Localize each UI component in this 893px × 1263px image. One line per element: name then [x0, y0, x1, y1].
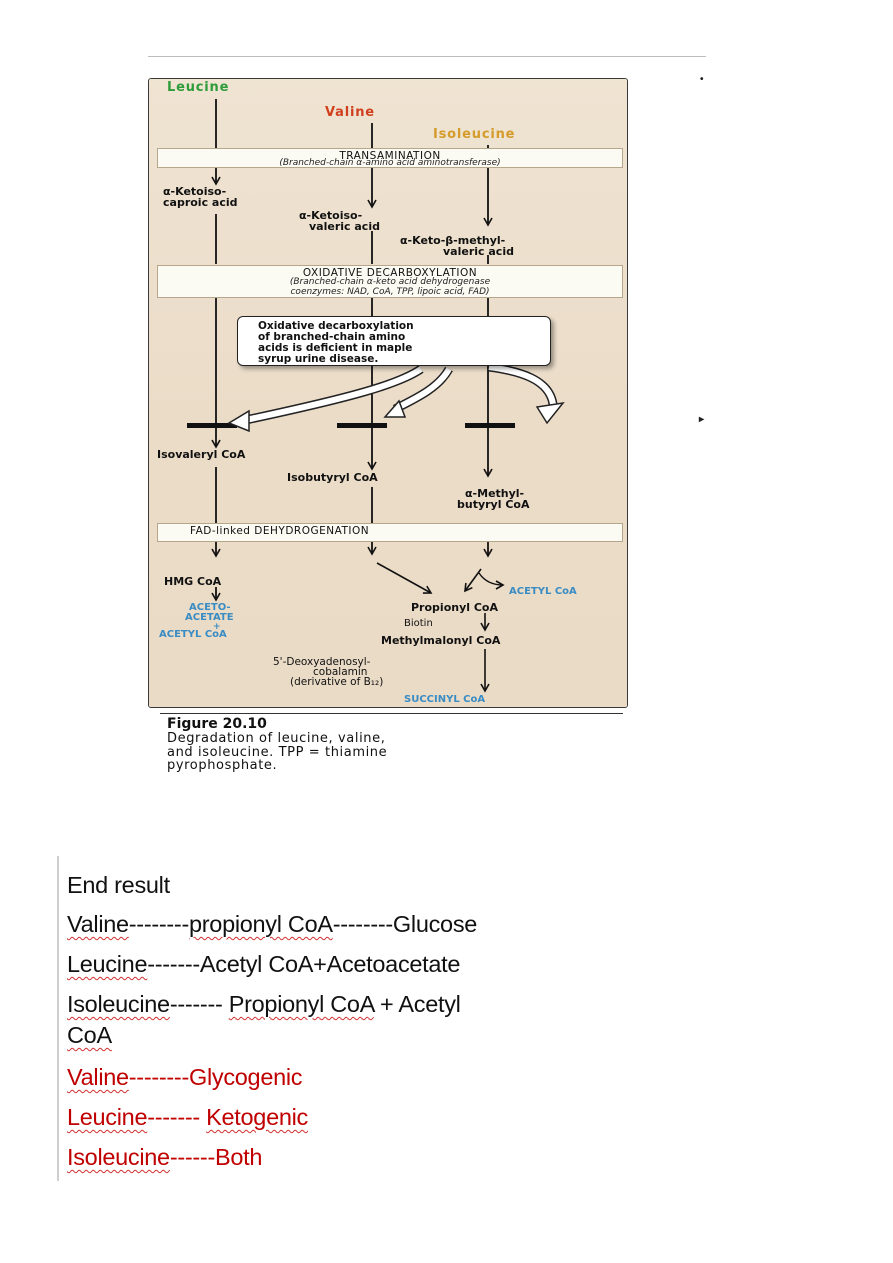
callout-arrow-isoleucine: [488, 364, 556, 405]
keto-leucine-1: α-Ketoiso-: [163, 185, 227, 198]
succinyl-coa: SUCCINYL CoA: [404, 694, 486, 705]
notes-row-valine-glucose: Valine--------propionyl CoA--------Gluco…: [67, 911, 478, 937]
propionyl-coa: Propionyl CoA: [411, 601, 498, 614]
cobalamin-2: cobalamin: [313, 666, 368, 678]
notes-row-isoleucine-both: Isoleucine------Both: [67, 1144, 263, 1170]
pathway-figure: Leucine Valine Isoleucine TRANSAMINATION…: [148, 78, 628, 708]
acetyl-coa-right: ACETYL CoA: [509, 586, 577, 597]
fad-band: FAD-linked DEHYDROGENATION: [157, 523, 623, 542]
word-ketogenic: Ketogenic: [206, 1104, 308, 1130]
transamination-enzyme: (Branched-chain α-amino acid aminotransf…: [279, 158, 501, 168]
msud-callout: Oxidative decarboxylation of branched-ch…: [237, 316, 551, 366]
label-valine: Valine: [325, 105, 375, 120]
oxidative-enzyme: (Branched-chain α-keto acid dehydrogenas…: [289, 277, 491, 287]
methylbutyryl-coa-1: α-Methyl-: [465, 487, 525, 500]
keto-isoleucine-2: valeric acid: [443, 245, 514, 258]
biotin: Biotin: [404, 618, 433, 629]
word-coa: CoA: [67, 1022, 112, 1048]
methylmalonyl-coa: Methylmalonyl CoA: [381, 634, 501, 647]
word-isoleucine-red: Isoleucine: [67, 1144, 170, 1170]
word-valine-red: Valine: [67, 1064, 129, 1090]
isovaleryl-coa: Isovaleryl CoA: [157, 448, 246, 461]
isobutyryl-coa: Isobutyryl CoA: [287, 471, 378, 484]
transamination-title: TRANSAMINATION: [339, 150, 441, 162]
cobalamin-1: 5'-Deoxyadenosyl-: [273, 656, 371, 668]
callout-line-4: syrup urine disease.: [258, 353, 379, 365]
keto-valine-2: valeric acid: [309, 220, 380, 233]
block-bar-valine: [337, 423, 387, 428]
notes-heading: End result: [67, 872, 170, 898]
caption-line-2: and isoleucine. TPP = thiamine: [167, 744, 388, 760]
hmg-coa: HMG CoA: [164, 575, 222, 588]
edge-mark-top: •: [700, 74, 704, 85]
notes-row-isoleucine-propionyl: Isoleucine------- Propionyl CoA + Acetyl: [67, 991, 461, 1017]
caption-line-3: pyrophosphate.: [167, 758, 278, 773]
word-propionyl-coa: Propionyl CoA: [228, 991, 374, 1017]
arrow-isoleucine-propionyl: [464, 568, 482, 593]
callout-arrow-leucine: [240, 366, 423, 424]
label-leucine: Leucine: [167, 80, 230, 95]
word-valine: Valine: [67, 911, 129, 937]
end-result-notes: End result Valine--------propionyl CoA--…: [57, 856, 619, 1181]
notes-row-leucine-acetyl: Leucine-------Acetyl CoA+Acetoacetate: [67, 951, 461, 977]
notes-row-leucine-ketogenic: Leucine------- Ketogenic: [67, 1104, 308, 1130]
methylbutyryl-coa-2: butyryl CoA: [457, 498, 530, 511]
fad-title: FAD-linked DEHYDROGENATION: [190, 525, 370, 537]
block-bar-leucine: [187, 423, 237, 428]
cobalamin-3: (derivative of B₁₂): [290, 676, 384, 688]
transamination-band: TRANSAMINATION (Branched-chain α-amino a…: [157, 148, 623, 168]
keto-isoleucine-1: α-Keto-β-methyl-: [400, 234, 506, 247]
arrow-valine-propionyl: [376, 562, 433, 594]
keto-leucine-2: caproic acid: [163, 196, 238, 209]
arrow-acetyl-branch: [478, 572, 505, 590]
notes-row-valine-glycogenic: Valine--------Glycogenic: [67, 1064, 303, 1090]
word-leucine: Leucine: [67, 951, 148, 977]
oxidative-coenzymes: coenzymes: NAD, CoA, TPP, lipoic acid, F…: [290, 287, 490, 297]
top-rule: [148, 56, 706, 57]
figure-caption: Figure 20.10 Degradation of leucine, val…: [160, 713, 627, 773]
aceto-1: ACETO-: [189, 602, 231, 613]
word-propionyl: propionyl CoA: [189, 911, 333, 937]
callout-line-2: of branched-chain amino: [258, 331, 406, 343]
caption-line-1: Degradation of leucine, valine,: [167, 731, 386, 746]
aceto-2: ACETATE: [185, 612, 234, 623]
callout-line-1: Oxidative decarboxylation: [258, 320, 414, 332]
caption-title: Figure 20.10: [167, 716, 267, 732]
block-bar-isoleucine: [465, 423, 515, 428]
word-isoleucine: Isoleucine: [67, 991, 170, 1017]
label-isoleucine: Isoleucine: [433, 127, 516, 142]
notes-row-coa-wrap: CoA: [67, 1022, 112, 1049]
aceto-acetyl-coa: ACETYL CoA: [159, 629, 227, 640]
word-leucine-red: Leucine: [67, 1104, 148, 1130]
oxidative-band: OXIDATIVE DECARBOXYLATION (Branched-chai…: [157, 265, 623, 298]
edge-mark-middle: ▸: [699, 414, 705, 425]
aceto-plus: +: [213, 622, 221, 632]
callout-line-3: acids is deficient in maple: [258, 342, 413, 354]
keto-valine-1: α-Ketoiso-: [299, 209, 363, 222]
oxidative-title: OXIDATIVE DECARBOXYLATION: [302, 267, 478, 279]
